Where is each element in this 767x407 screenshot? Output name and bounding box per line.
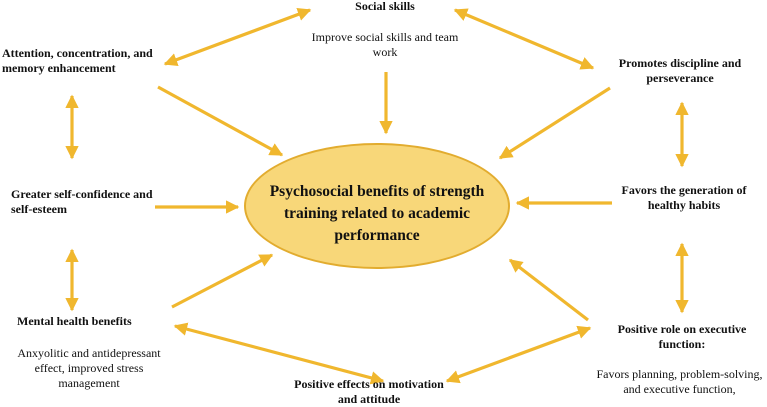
- arrow-social-to-discipline: [453, 8, 595, 70]
- arrow-motivation-to-executive: [445, 325, 592, 384]
- arrow-executive-to-center: [508, 258, 589, 322]
- node-attention-title: Attention, concentration, and memory enh…: [2, 46, 153, 75]
- arrow-attention-to-social: [163, 7, 312, 67]
- node-social-desc: Improve social skills and team work: [311, 30, 459, 59]
- node-executive-desc: Favors planning, problem-solving, and ex…: [596, 367, 763, 396]
- node-habits-title: Favors the generation of healthy habits: [621, 183, 747, 212]
- arrow-attention-to-center: [157, 85, 284, 157]
- node-confidence-title: Greater self-confidence and self-esteem: [11, 187, 153, 216]
- node-motivation-title: Positive effects on motivation and attit…: [294, 377, 444, 406]
- center-node-label: Psychosocial benefits of strength traini…: [269, 183, 485, 244]
- node-discipline-title: Promotes discipline and perseverance: [618, 56, 742, 85]
- arrow-discipline-to-center: [498, 86, 611, 160]
- node-social-title: Social skills: [355, 0, 415, 13]
- arrow-mental-to-motivation: [173, 322, 385, 385]
- node-mental-title: Mental health benefits: [17, 314, 132, 328]
- node-executive-title: Positive role on executive function:: [617, 322, 747, 351]
- center-ellipse: [244, 143, 510, 269]
- node-mental-desc: Anxyolitic and antidepressant effect, im…: [17, 346, 161, 390]
- arrow-mental-to-center: [171, 253, 274, 309]
